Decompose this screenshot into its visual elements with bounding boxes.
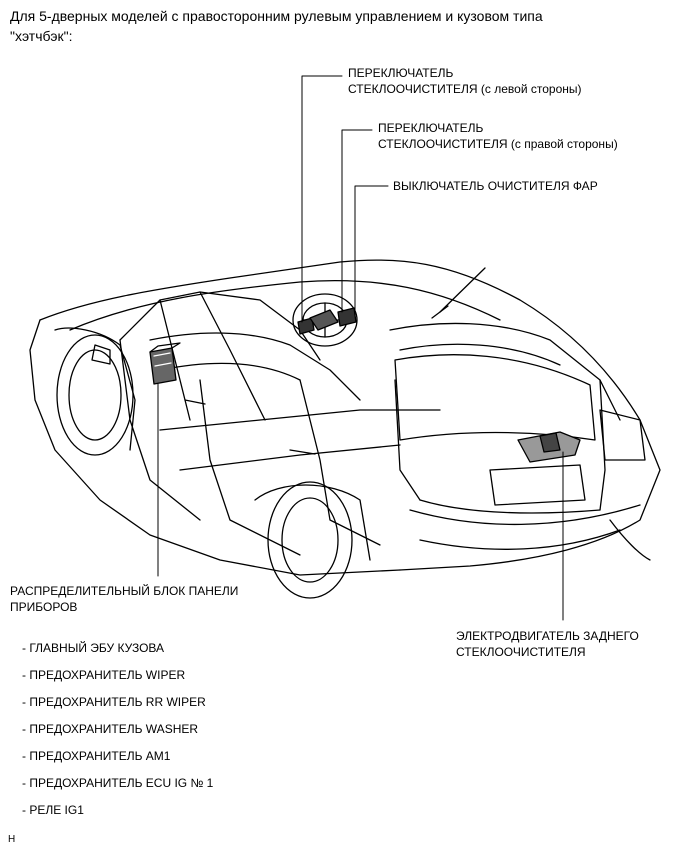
list-item-fuse-washer: - ПРЕДОХРАНИТЕЛЬ WASHER xyxy=(22,722,199,736)
callout-rear-wiper-motor: ЭЛЕКТРОДВИГАТЕЛЬ ЗАДНЕГО СТЕКЛООЧИСТИТЕЛ… xyxy=(456,628,639,660)
callout-wiper-switch-left-line1: ПЕРЕКЛЮЧАТЕЛЬ xyxy=(348,66,454,80)
callout-wiper-switch-right-line1: ПЕРЕКЛЮЧАТЕЛЬ xyxy=(378,121,484,135)
callout-rear-wiper-motor-line2: СТЕКЛООЧИСТИТЕЛЯ xyxy=(456,645,586,659)
list-item-fuse-am1: - ПРЕДОХРАНИТЕЛЬ AM1 xyxy=(22,749,171,763)
diagram-header: Для 5-дверных моделей с правосторонним р… xyxy=(10,8,543,44)
list-item-main-body-ecu: - ГЛАВНЫЙ ЭБУ КУЗОВА xyxy=(22,641,165,655)
steering-wheel-and-switches xyxy=(293,294,357,346)
callout-wiper-switch-left-line2: СТЕКЛООЧИСТИТЕЛЯ (с левой стороны) xyxy=(348,82,582,96)
callout-headlamp-cleaner-switch: ВЫКЛЮЧАТЕЛЬ ОЧИСТИТЕЛЯ ФАР xyxy=(393,179,598,193)
list-item-fuse-wiper: - ПРЕДОХРАНИТЕЛЬ WIPER xyxy=(22,668,186,682)
list-item-fuse-rr-wiper: - ПРЕДОХРАНИТЕЛЬ RR WIPER xyxy=(22,695,206,709)
callout-instrument-panel-junction-block: РАСПРЕДЕЛИТЕЛЬНЫЙ БЛОК ПАНЕЛИ ПРИБОРОВ xyxy=(10,583,238,615)
callout-wiper-switch-left: ПЕРЕКЛЮЧАТЕЛЬ СТЕКЛООЧИСТИТЕЛЯ (с левой … xyxy=(348,65,582,97)
rear-wiper-motor xyxy=(518,432,580,462)
callout-junction-block-line1: РАСПРЕДЕЛИТЕЛЬНЫЙ БЛОК ПАНЕЛИ xyxy=(10,584,239,598)
wheels xyxy=(55,328,650,598)
callout-wiper-switch-right-line2: СТЕКЛООЧИСТИТЕЛЯ (с правой стороны) xyxy=(378,137,618,151)
list-item-fuse-ecu-ig1: - ПРЕДОХРАНИТЕЛЬ ECU IG № 1 xyxy=(22,776,214,790)
junction-block xyxy=(150,343,180,384)
callout-wiper-switch-right: ПЕРЕКЛЮЧАТЕЛЬ СТЕКЛООЧИСТИТЕЛЯ (с правой… xyxy=(378,120,618,152)
callout-rear-wiper-motor-line1: ЭЛЕКТРОДВИГАТЕЛЬ ЗАДНЕГО xyxy=(456,629,639,643)
callout-junction-block-line2: ПРИБОРОВ xyxy=(10,600,78,614)
figure-code: H xyxy=(8,834,16,845)
list-item-relay-ig1: - РЕЛЕ IG1 xyxy=(22,803,84,817)
car-body-outline xyxy=(30,260,660,575)
leader-lines xyxy=(158,76,563,620)
